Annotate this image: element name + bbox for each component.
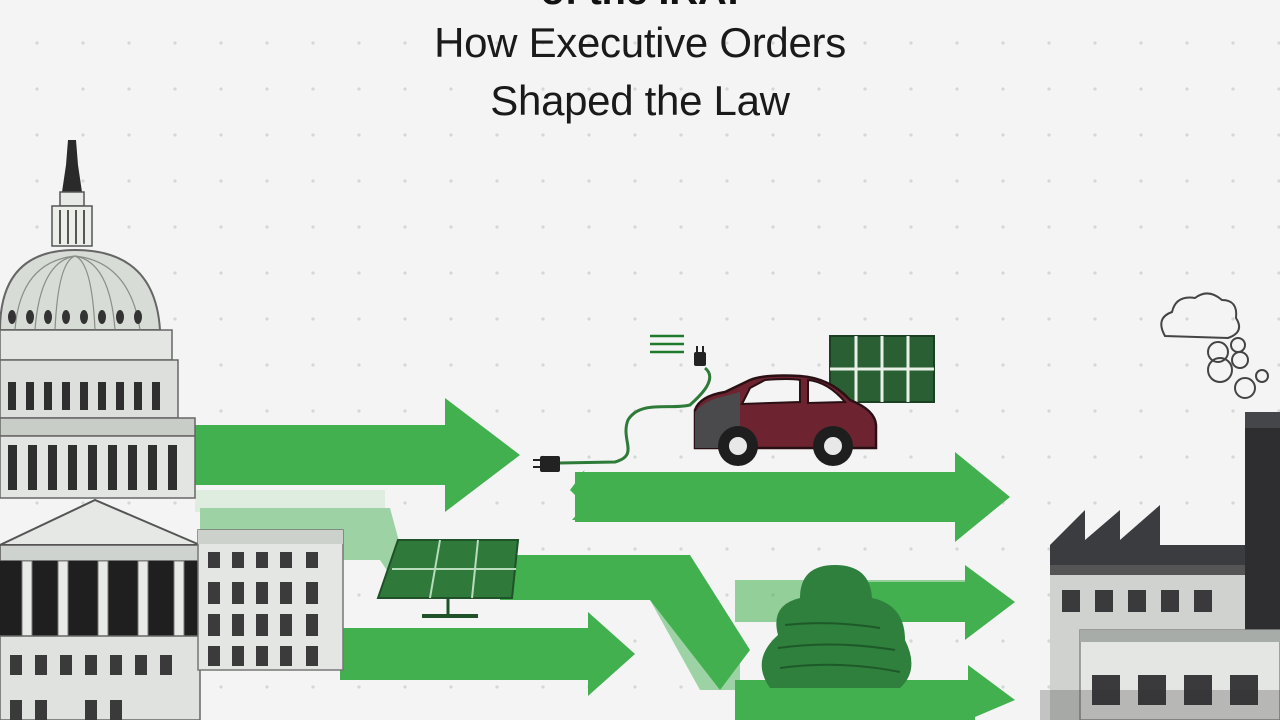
capitol-building-icon [0, 140, 344, 720]
solar-panel-icon [376, 539, 520, 618]
tree-icon [761, 565, 912, 688]
page-title-line-1: How Executive Orders [434, 19, 846, 66]
page-title-line-2: Shaped the Law [490, 77, 790, 124]
title-cut-line: of the IRA: [0, 0, 1280, 16]
policy-arrow-icon [190, 398, 520, 512]
policy-arrow-icon [735, 665, 1015, 720]
ev-charging-plug-icon [533, 334, 712, 472]
factory-icon [1040, 412, 1280, 720]
arrow-fade-band [195, 490, 385, 512]
policy-arrow-icon [570, 452, 1010, 542]
policy-arrows [190, 398, 1015, 720]
solar-panel-icon [829, 335, 935, 403]
electric-car-icon [693, 374, 878, 466]
smoke-cloud-icon [1160, 292, 1269, 399]
